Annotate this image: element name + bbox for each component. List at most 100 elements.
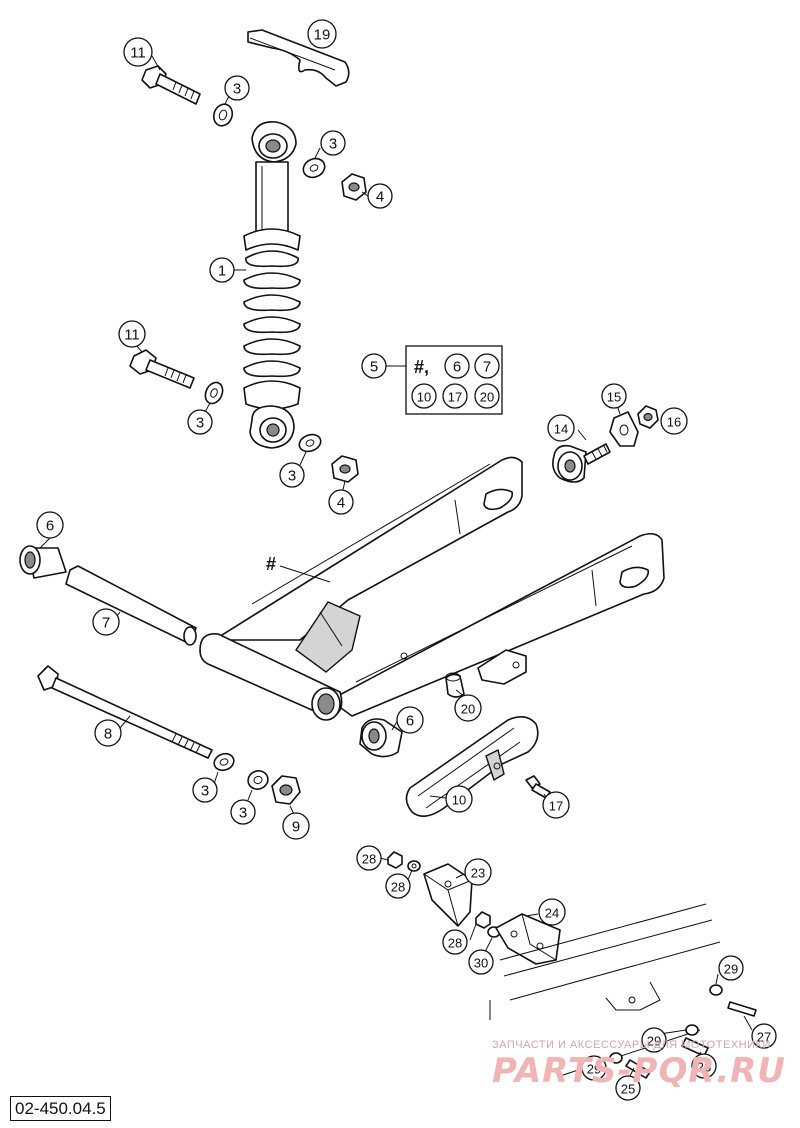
svg-text:24: 24 — [545, 906, 559, 921]
part-11-lower-bolt — [129, 349, 195, 389]
svg-text:28: 28 — [362, 852, 376, 867]
callout-29-bottom: 29 — [581, 1055, 607, 1081]
callout-27: 27 — [751, 1023, 777, 1049]
svg-text:29: 29 — [724, 962, 738, 977]
part-6-bushing-left — [19, 545, 67, 579]
callout-3-upper-right: 3 — [320, 130, 346, 156]
part-6-bushing-right — [359, 718, 403, 758]
svg-text:29: 29 — [647, 1034, 661, 1049]
part-16-nut — [637, 405, 659, 429]
callout-29-mid: 29 — [641, 1027, 667, 1053]
callout-28-b: 28 — [385, 873, 411, 899]
svg-text:26: 26 — [697, 1060, 711, 1075]
callout-6-left: 6 — [36, 511, 64, 539]
callout-28-a: 28 — [356, 845, 382, 871]
part-20-sleeve — [445, 672, 465, 698]
svg-text:16: 16 — [667, 415, 681, 430]
callout-30: 30 — [468, 949, 494, 975]
part-27-bolt — [727, 1001, 757, 1017]
svg-text:6: 6 — [406, 713, 414, 730]
svg-text:29: 29 — [587, 1062, 601, 1077]
svg-text:30: 30 — [474, 956, 488, 971]
callout-20: 20 — [454, 694, 482, 722]
part-17-screw — [525, 775, 551, 799]
callout-10: 10 — [445, 785, 473, 813]
svg-text:3: 3 — [201, 783, 209, 800]
part-3-washer-upper-right — [302, 157, 326, 179]
part-23-block — [423, 863, 473, 927]
swingarm — [199, 456, 665, 721]
watermark-brand: PARTS-PQR.RU — [492, 1051, 786, 1091]
part-24-bracket — [495, 913, 561, 965]
part-7-pivot-tube — [65, 565, 197, 646]
svg-text:23: 23 — [471, 866, 485, 881]
callout-3-mid-right: 3 — [279, 462, 305, 488]
svg-text:6: 6 — [46, 518, 54, 535]
callout-17: 17 — [542, 791, 570, 819]
drawing-number: 02-450.04.5 — [10, 1096, 111, 1121]
svg-text:10: 10 — [417, 390, 431, 405]
callout-16: 16 — [660, 407, 688, 435]
part-28-nut-a — [387, 851, 403, 869]
svg-text:7: 7 — [483, 359, 491, 376]
part-28-nut-c — [475, 911, 491, 929]
svg-text:5: 5 — [370, 359, 378, 376]
part-3-washer-upper-left — [212, 103, 234, 127]
svg-text:20: 20 — [461, 702, 475, 717]
svg-text:3: 3 — [239, 805, 247, 822]
svg-text:25: 25 — [621, 1082, 635, 1097]
part-28-washer-b — [407, 860, 421, 872]
svg-text:#,: #, — [414, 357, 429, 377]
callout-29-top: 29 — [718, 955, 744, 981]
svg-text:3: 3 — [288, 468, 296, 485]
part-14-spacer-bolt — [552, 443, 611, 483]
svg-text:9: 9 — [292, 819, 300, 836]
part-3-washer-mid-left — [204, 381, 224, 405]
callout-3-mid-left: 3 — [187, 409, 213, 435]
svg-text:3: 3 — [233, 81, 241, 98]
part-29-washer-top — [709, 984, 723, 996]
callout-19: 19 — [307, 19, 337, 49]
callout-7: 7 — [92, 608, 120, 636]
svg-text:17: 17 — [549, 799, 563, 814]
svg-text:3: 3 — [196, 415, 204, 432]
callout-11-upper: 11 — [123, 37, 153, 67]
callout-26: 26 — [691, 1053, 717, 1079]
kit-box-contents: #, 6 7 10 17 20 — [411, 353, 500, 409]
svg-text:11: 11 — [130, 45, 146, 62]
callout-25: 25 — [615, 1075, 641, 1101]
swingarm-hash-label: # — [266, 554, 276, 574]
callout-3-axle-2: 3 — [230, 799, 256, 825]
part-3-washer-axle-1 — [213, 752, 235, 772]
callout-11-lower: 11 — [118, 320, 146, 348]
part-8-swingarm-axle — [37, 665, 213, 759]
part-15-bracket-plate — [609, 411, 639, 447]
watermark-caption: ЗАПЧАСТИ И АКСЕССУАРЫ ДЛЯ МОТОТЕХНИКИ — [492, 1039, 771, 1051]
svg-text:27: 27 — [757, 1030, 771, 1045]
part-3-washer-axle-2 — [247, 770, 269, 790]
part-4-nut-upper — [341, 173, 367, 201]
svg-text:3: 3 — [329, 136, 337, 153]
callout-3-upper-left: 3 — [224, 75, 250, 101]
svg-text:15: 15 — [607, 390, 621, 405]
part-10-chain-slider — [405, 716, 539, 817]
callout-4-lower: 4 — [328, 489, 354, 515]
svg-text:19: 19 — [314, 27, 331, 44]
svg-text:14: 14 — [554, 422, 568, 437]
part-4-nut-lower — [331, 455, 359, 483]
part-29-washer-mid — [685, 1024, 699, 1036]
svg-text:10: 10 — [452, 793, 466, 808]
part-25-bolt — [625, 1059, 651, 1079]
callout-4-upper: 4 — [367, 183, 393, 209]
svg-text:1: 1 — [218, 263, 226, 280]
svg-text:11: 11 — [124, 327, 140, 344]
part-9-axle-nut — [271, 775, 301, 805]
svg-text:20: 20 — [480, 390, 494, 405]
callout-1: 1 — [209, 257, 235, 283]
svg-text:4: 4 — [337, 495, 345, 512]
callout-3-axle-1: 3 — [192, 777, 218, 803]
callout-24: 24 — [538, 898, 566, 926]
svg-text:7: 7 — [102, 615, 110, 632]
callout-23: 23 — [464, 858, 492, 886]
